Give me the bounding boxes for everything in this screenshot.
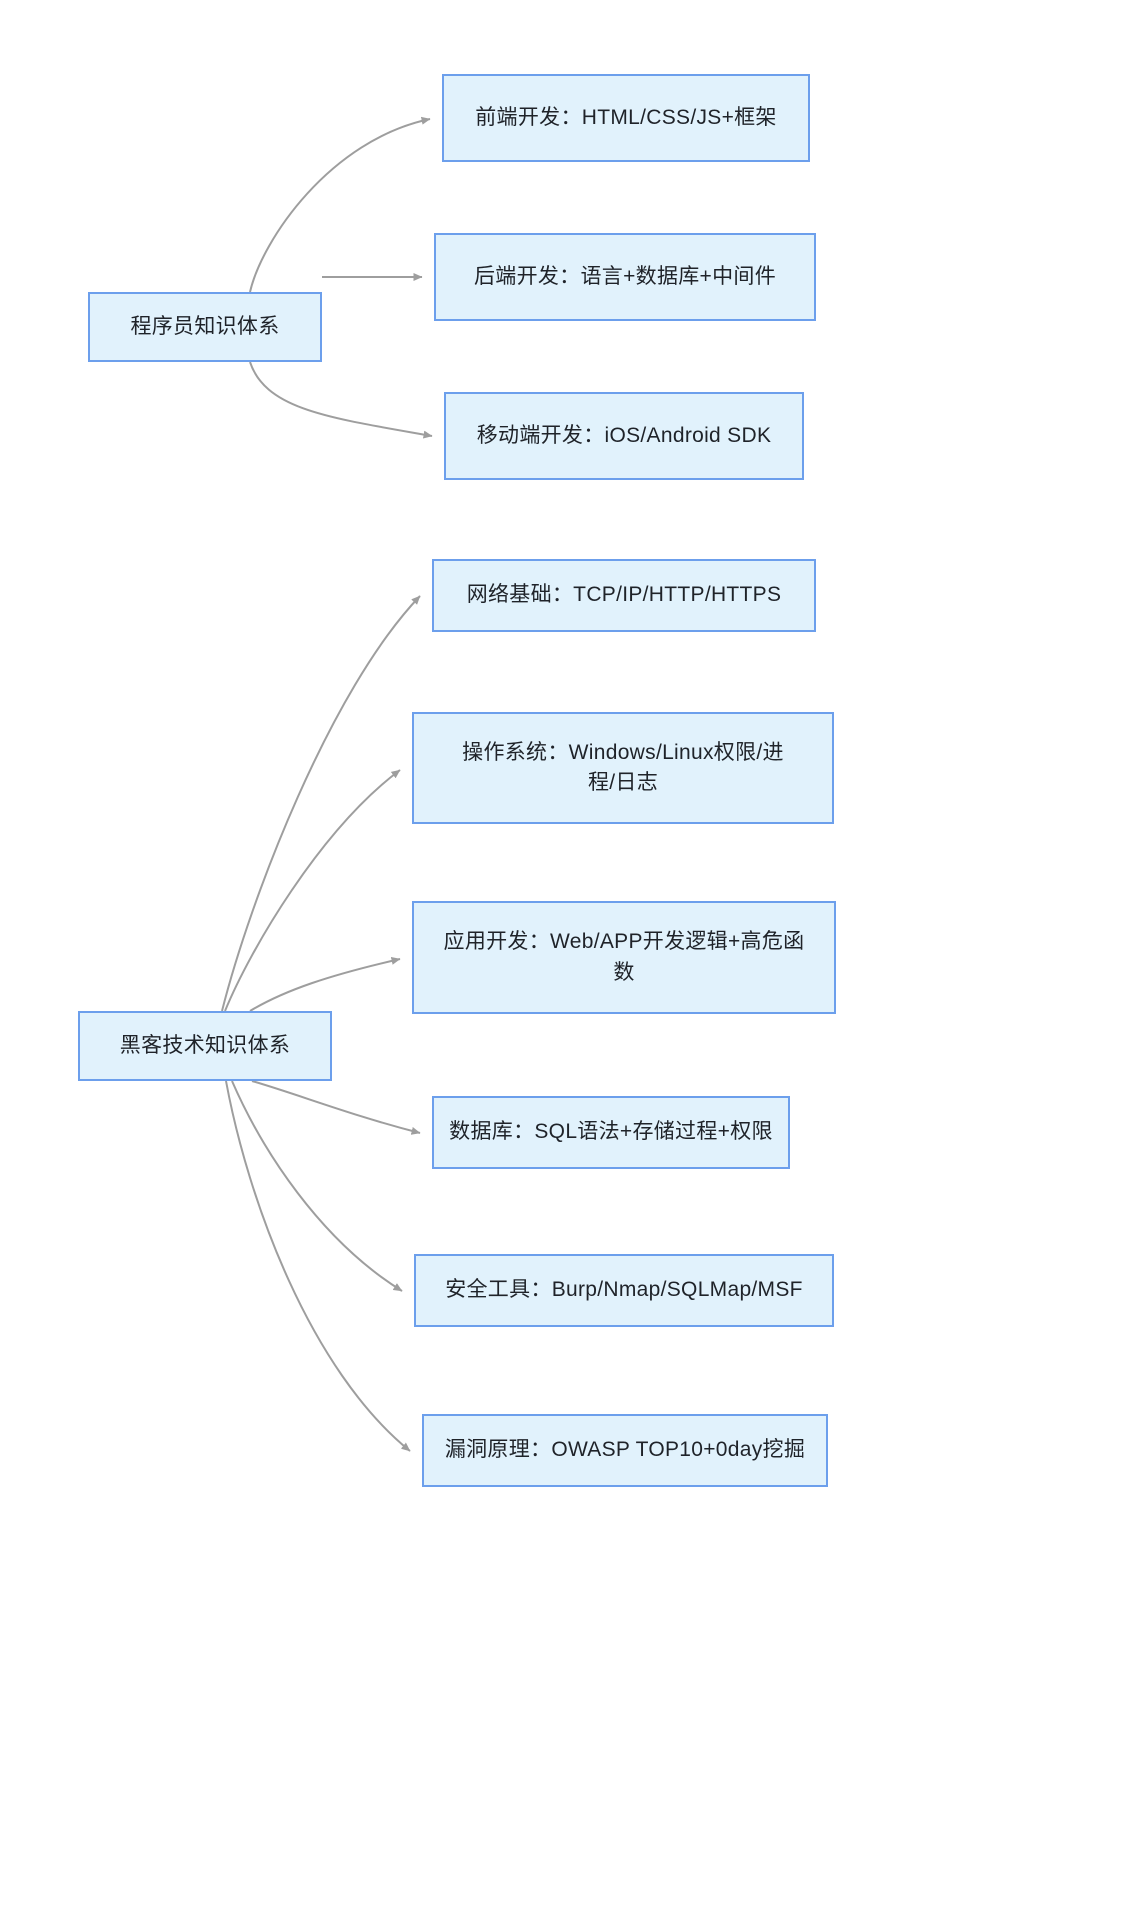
node-label: 操作系统：Windows/Linux权限/进 程/日志 bbox=[462, 740, 784, 794]
node-label: 漏洞原理：OWASP TOP10+0day挖掘 bbox=[444, 1438, 806, 1462]
node-vulnerability-principles[interactable]: 漏洞原理：OWASP TOP10+0day挖掘 bbox=[422, 1414, 828, 1487]
node-operating-system[interactable]: 操作系统：Windows/Linux权限/进 程/日志 bbox=[412, 712, 834, 824]
node-security-tools[interactable]: 安全工具：Burp/Nmap/SQLMap/MSF bbox=[414, 1254, 834, 1327]
edge-programmer-mobile bbox=[249, 361, 433, 439]
node-app-development[interactable]: 应用开发：Web/APP开发逻辑+高危函 数 bbox=[412, 901, 836, 1014]
edge-hacker-database bbox=[251, 1080, 421, 1135]
node-label: 应用开发：Web/APP开发逻辑+高危函 数 bbox=[443, 930, 805, 984]
edge-hacker-app bbox=[249, 956, 401, 1012]
node-database[interactable]: 数据库：SQL语法+存储过程+权限 bbox=[432, 1096, 790, 1169]
node-frontend[interactable]: 前端开发：HTML/CSS/JS+框架 bbox=[442, 74, 810, 162]
node-programmer-root[interactable]: 程序员知识体系 bbox=[88, 292, 322, 362]
node-label: 前端开发：HTML/CSS/JS+框架 bbox=[475, 105, 777, 129]
edge-hacker-vuln bbox=[225, 1080, 411, 1452]
node-label: 程序员知识体系 bbox=[130, 314, 280, 338]
edge-programmer-frontend bbox=[249, 116, 431, 293]
node-network-basics[interactable]: 网络基础：TCP/IP/HTTP/HTTPS bbox=[432, 559, 816, 632]
node-mobile[interactable]: 移动端开发：iOS/Android SDK bbox=[444, 392, 804, 480]
edge-hacker-tools bbox=[231, 1080, 403, 1292]
node-hacker-root[interactable]: 黑客技术知识体系 bbox=[78, 1011, 332, 1081]
edge-hacker-os bbox=[224, 769, 401, 1012]
node-label: 安全工具：Burp/Nmap/SQLMap/MSF bbox=[445, 1278, 803, 1302]
node-label: 网络基础：TCP/IP/HTTP/HTTPS bbox=[466, 583, 782, 607]
node-label: 后端开发：语言+数据库+中间件 bbox=[473, 264, 777, 288]
node-label: 移动端开发：iOS/Android SDK bbox=[476, 423, 772, 447]
node-label: 黑客技术知识体系 bbox=[119, 1033, 291, 1057]
node-backend[interactable]: 后端开发：语言+数据库+中间件 bbox=[434, 233, 816, 321]
edge-hacker-network bbox=[221, 595, 421, 1012]
node-label: 数据库：SQL语法+存储过程+权限 bbox=[449, 1120, 773, 1144]
